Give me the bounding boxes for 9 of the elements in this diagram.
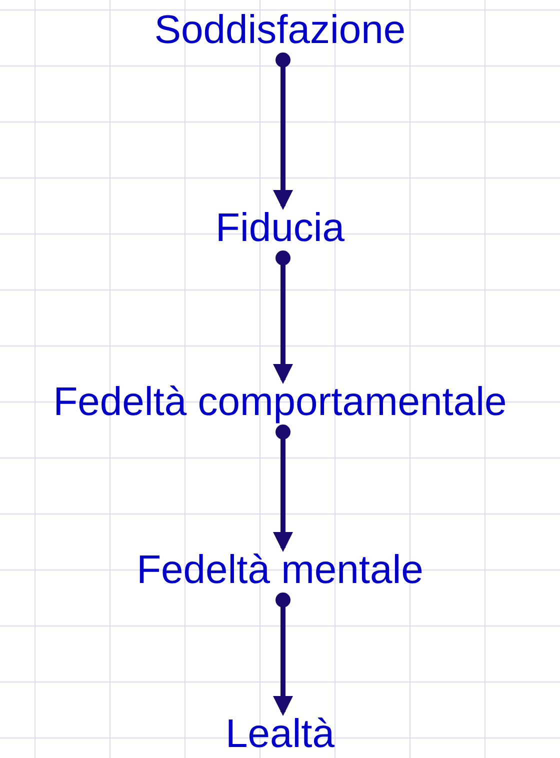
- concept-label: Fedeltà comportamentale: [53, 380, 507, 424]
- concept-label: Fiducia: [216, 206, 344, 250]
- arrow: [273, 592, 293, 716]
- concept-label: Fedeltà mentale: [136, 548, 424, 592]
- arrow: [273, 250, 293, 384]
- arrow: [273, 52, 293, 210]
- concept-label: Soddisfazione: [154, 8, 406, 52]
- arrow: [273, 424, 293, 552]
- concept-label: Lealtà: [226, 712, 334, 756]
